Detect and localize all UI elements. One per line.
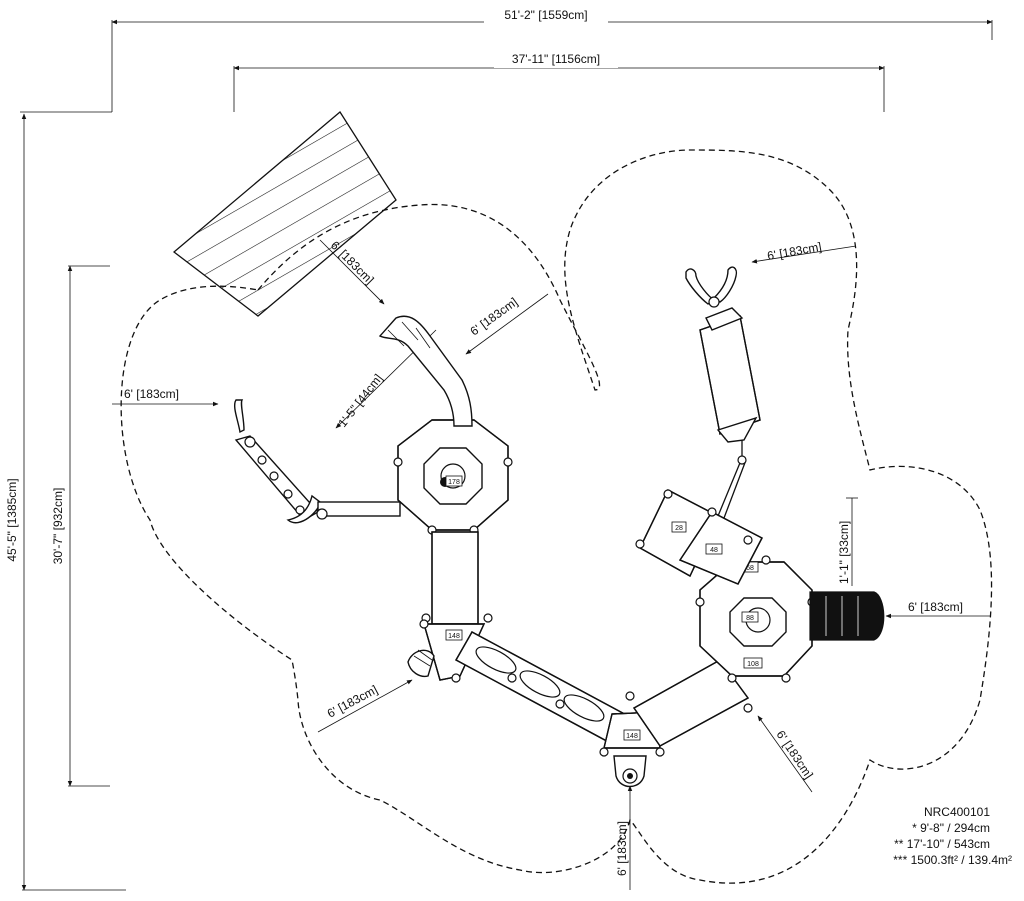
deck-tag-148-left: 148	[448, 633, 460, 640]
model-number: NRC400101	[924, 805, 990, 819]
tube-slide	[378, 315, 473, 427]
net-ladder-climber	[685, 266, 761, 443]
slide-exit-zone	[172, 111, 397, 317]
clearance-bottom: 6' [183cm]	[615, 785, 633, 890]
clearance-bottom-right: 6' [183cm]	[757, 715, 816, 793]
clearance-left: 6' [183cm]	[112, 387, 219, 407]
deck-tag-68: 68	[746, 565, 754, 572]
model-info-block: NRC400101 * 9'-8" / 294cm ** 17'-10" / 5…	[893, 805, 1012, 867]
info-line-3: *** 1500.3ft² / 139.4m²	[893, 853, 1012, 867]
svg-text:6' [183cm]: 6' [183cm]	[325, 682, 380, 720]
svg-text:1'-5" [44cm]: 1'-5" [44cm]	[335, 371, 385, 429]
octagon-deck-tower-1: 178	[393, 419, 513, 535]
info-line-2: ** 17'-10" / 543cm	[894, 837, 990, 851]
overall-width-label: 51'-2" [1559cm]	[504, 8, 587, 22]
svg-text:6' [183cm]: 6' [183cm]	[468, 295, 521, 339]
inner-height-label: 30'-7" [932cm]	[51, 488, 65, 565]
clearance-slide-top: 6' [183cm]	[319, 238, 385, 305]
clearance-right: 6' [183cm]	[885, 600, 990, 619]
grid-walk-diagonal	[632, 659, 753, 747]
activity-panel-right	[809, 591, 885, 641]
svg-text:6' [183cm]: 6' [183cm]	[615, 821, 629, 876]
clearance-slide-side: 6' [183cm]	[465, 293, 549, 355]
spring-rider-bottom	[613, 755, 647, 788]
overall-width-dimension: 51'-2" [1559cm]	[20, 8, 993, 113]
deck-tag-28: 28	[675, 525, 683, 532]
inner-height-dimension: 30'-7" [932cm]	[51, 265, 110, 787]
svg-text:1'-1" [33cm]: 1'-1" [33cm]	[837, 521, 851, 584]
chain-connector	[717, 438, 747, 519]
grid-walk-vertical	[421, 531, 493, 625]
panel-depth-dimension: 1'-1" [33cm]	[837, 497, 858, 586]
overall-height-label: 45'-5" [1385cm]	[5, 478, 19, 561]
inner-width-dimension: 37'-11" [1156cm]	[233, 52, 885, 112]
deck-tag-178: 178	[448, 479, 460, 486]
inner-width-label: 37'-11" [1156cm]	[512, 52, 600, 66]
deck-tag-148-bottom: 148	[626, 733, 638, 740]
deck-tag-108: 108	[747, 661, 759, 668]
svg-text:6' [183cm]: 6' [183cm]	[774, 728, 816, 781]
svg-text:6' [183cm]: 6' [183cm]	[328, 238, 377, 287]
diagonal-roller-bridge	[455, 631, 633, 747]
svg-text:6' [183cm]: 6' [183cm]	[766, 240, 823, 263]
clearance-bottom-left: 6' [183cm]	[317, 679, 413, 733]
deck-tag-48: 48	[710, 547, 718, 554]
info-line-1: * 9'-8" / 294cm	[912, 821, 990, 835]
deck-tag-88: 88	[746, 615, 754, 622]
overall-height-dimension: 45'-5" [1385cm]	[5, 113, 126, 891]
octagon-deck-tower-2: 88 68 108	[695, 555, 817, 683]
connector-bridge-left	[316, 501, 401, 520]
arm-climber-left	[233, 399, 321, 524]
stepped-deck-48: 48	[678, 507, 763, 585]
svg-text:6' [183cm]: 6' [183cm]	[908, 600, 963, 614]
clearance-ladder-top: 6' [183cm]	[751, 240, 857, 264]
svg-text:6' [183cm]: 6' [183cm]	[124, 387, 179, 401]
